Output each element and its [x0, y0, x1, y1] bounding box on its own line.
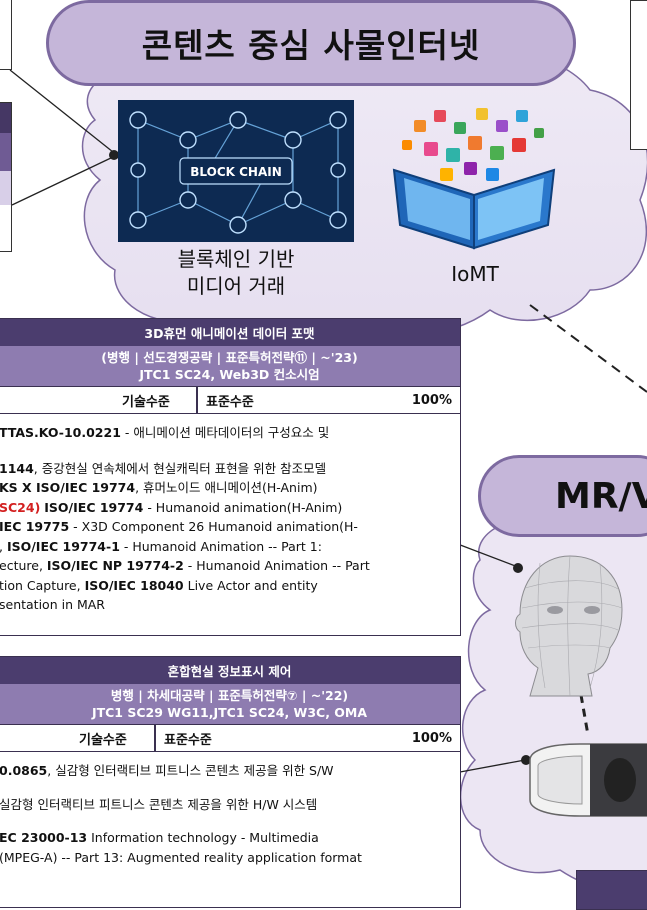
box-3d-std-label: 표준수준	[206, 391, 254, 410]
box-mr-subheader: 병행 | 차세대공략 | 표준특허전략⑦ | ~'22) JTC1 SC29 W…	[0, 684, 460, 724]
iomt-caption: IoMT	[420, 262, 530, 286]
blockchain-caption: 블록체인 기반 미디어 거래	[118, 246, 354, 300]
standard-item-text: (MPEG-A) -- Part 13: Augmented reality a…	[0, 850, 362, 865]
box-3d-standards-list: TTAS.KO-10.0221 - 애니메이션 메타데이터의 구성요소 및 114…	[0, 414, 460, 614]
standard-item: 1144, 증강현실 연속체에서 현실캐릭터 표현을 위한 참조모델	[0, 460, 454, 478]
box-mr-header: 혼합현실 정보표시 제어	[0, 657, 460, 684]
blockchain-caption-line1: 블록체인 기반	[118, 246, 354, 273]
mrv-section-pill: MR/V	[478, 455, 647, 537]
standard-item-text: EC 23000-13	[0, 830, 87, 845]
standard-item: TTAS.KO-10.0221 - 애니메이션 메타데이터의 구성요소 및	[0, 424, 454, 442]
standard-item: KS X ISO/IEC 19774, 휴머노이드 애니메이션(H-Anim)	[0, 479, 454, 497]
spec-box-3d-human-animation: 3D휴먼 애니메이션 데이터 포맷 (병행 | 선도경쟁공략 | 표준특허전략⑪…	[0, 318, 461, 636]
standard-item-text: IEC 19775	[0, 519, 69, 534]
standard-item-text: ,	[0, 539, 7, 554]
standard-item-text: ecture,	[0, 558, 47, 573]
standard-item-text: tion Capture,	[0, 578, 85, 593]
box-mr-subheader-line2: JTC1 SC29 WG11,JTC1 SC24, W3C, OMA	[0, 704, 460, 721]
standard-item-text: TTAS.KO-10.0221	[0, 425, 121, 440]
left-partial-table	[0, 102, 12, 252]
standard-item-text: SC24)	[0, 500, 40, 515]
bottom-partial-box	[576, 870, 647, 910]
box-3d-header: 3D휴먼 애니메이션 데이터 포맷	[0, 319, 460, 346]
humanoid-head-image	[500, 548, 647, 698]
standard-item-text: 0.0865	[0, 763, 47, 778]
box-3d-percent: 100%	[412, 393, 452, 408]
standard-item-text: - 애니메이션 메타데이터의 구성요소 및	[121, 425, 329, 440]
spec-box-mixed-reality: 혼합현실 정보표시 제어 병행 | 차세대공략 | 표준특허전략⑦ | ~'22…	[0, 656, 461, 908]
standard-item: SC24) ISO/IEC 19774 - Humanoid animation…	[0, 499, 454, 517]
standard-item: 0.0865, 실감형 인터랙티브 피트니스 콘텐츠 제공을 위한 S/W	[0, 762, 454, 780]
blockchain-caption-line2: 미디어 거래	[118, 273, 354, 300]
standard-item-text: 1144	[0, 461, 34, 476]
right-partial-box	[630, 0, 647, 150]
standard-item-text: Live Actor and entity	[184, 578, 318, 593]
box-mr-standards-list: 0.0865, 실감형 인터랙티브 피트니스 콘텐츠 제공을 위한 S/W 실감…	[0, 752, 460, 866]
box-mr-std-label: 표준수준	[164, 729, 212, 748]
standard-item-text: ISO/IEC NP 19774-2	[47, 558, 184, 573]
box-3d-subheader: (병행 | 선도경쟁공략 | 표준특허전략⑪ | ~'23) JTC1 SC24…	[0, 346, 460, 386]
page-title: 콘텐츠 중심 사물인터넷	[142, 19, 481, 67]
standard-item-text: Information technology - Multimedia	[87, 830, 319, 845]
standard-item: EC 23000-13 Information technology - Mul…	[0, 829, 454, 847]
standard-item: tion Capture, ISO/IEC 18040 Live Actor a…	[0, 577, 454, 595]
standard-item: (MPEG-A) -- Part 13: Augmented reality a…	[0, 849, 454, 867]
standard-item-text: ISO/IEC 19774-1	[7, 539, 120, 554]
blockchain-image: BLOCK CHAIN	[118, 100, 354, 242]
box-mr-tech-label: 기술수준	[79, 729, 127, 748]
standard-item-text: KS X ISO/IEC 19774	[0, 480, 135, 495]
box-mr-subheader-line1: 병행 | 차세대공략 | 표준특허전략⑦ | ~'22)	[0, 687, 460, 704]
standard-item: 실감형 인터랙티브 피트니스 콘텐츠 제공을 위한 H/W 시스템	[0, 796, 454, 814]
standard-item-text: 실감형 인터랙티브 피트니스 콘텐츠 제공을 위한 H/W 시스템	[0, 797, 317, 812]
standard-item-text: - Humanoid Animation -- Part 1:	[120, 539, 322, 554]
box-3d-subheader-line1: (병행 | 선도경쟁공략 | 표준특허전략⑪ | ~'23)	[0, 349, 460, 366]
standard-item-text: , 증강현실 연속체에서 현실캐릭터 표현을 위한 참조모델	[34, 461, 326, 476]
standard-item-text: - Humanoid animation(H-Anim)	[143, 500, 342, 515]
standard-item-text: ISO/IEC 18040	[85, 578, 184, 593]
standard-item: , ISO/IEC 19774-1 - Humanoid Animation -…	[0, 538, 454, 556]
box-mr-divider	[154, 725, 156, 751]
standard-item-text: sentation in MAR	[0, 597, 105, 612]
standard-item-text: , 실감형 인터랙티브 피트니스 콘텐츠 제공을 위한 S/W	[47, 763, 333, 778]
mrv-section-title: MR/V	[555, 476, 647, 517]
iomt-image	[384, 100, 564, 250]
box-3d-divider	[196, 387, 198, 413]
standard-item: IEC 19775 - X3D Component 26 Humanoid an…	[0, 518, 454, 536]
vr-headset-image	[520, 730, 647, 830]
box-3d-level-row: 기술수준 표준수준 100%	[0, 386, 460, 414]
standard-item: sentation in MAR	[0, 596, 454, 614]
standard-item-text: ISO/IEC 19774	[44, 500, 143, 515]
blockchain-image-label: BLOCK CHAIN	[190, 165, 282, 179]
box-3d-subheader-line2: JTC1 SC24, Web3D 컨소시엄	[0, 366, 460, 383]
title-pill: 콘텐츠 중심 사물인터넷	[46, 0, 576, 86]
standard-item-text: - X3D Component 26 Humanoid animation(H-	[69, 519, 358, 534]
box-3d-tech-label: 기술수준	[122, 391, 170, 410]
standard-item-text: , 휴머노이드 애니메이션(H-Anim)	[135, 480, 317, 495]
standard-item-text: - Humanoid Animation -- Part	[184, 558, 370, 573]
left-partial-box	[0, 0, 12, 70]
box-mr-percent: 100%	[412, 731, 452, 746]
standard-item: ecture, ISO/IEC NP 19774-2 - Humanoid An…	[0, 557, 454, 575]
box-mr-level-row: 기술수준 표준수준 100%	[0, 724, 460, 752]
